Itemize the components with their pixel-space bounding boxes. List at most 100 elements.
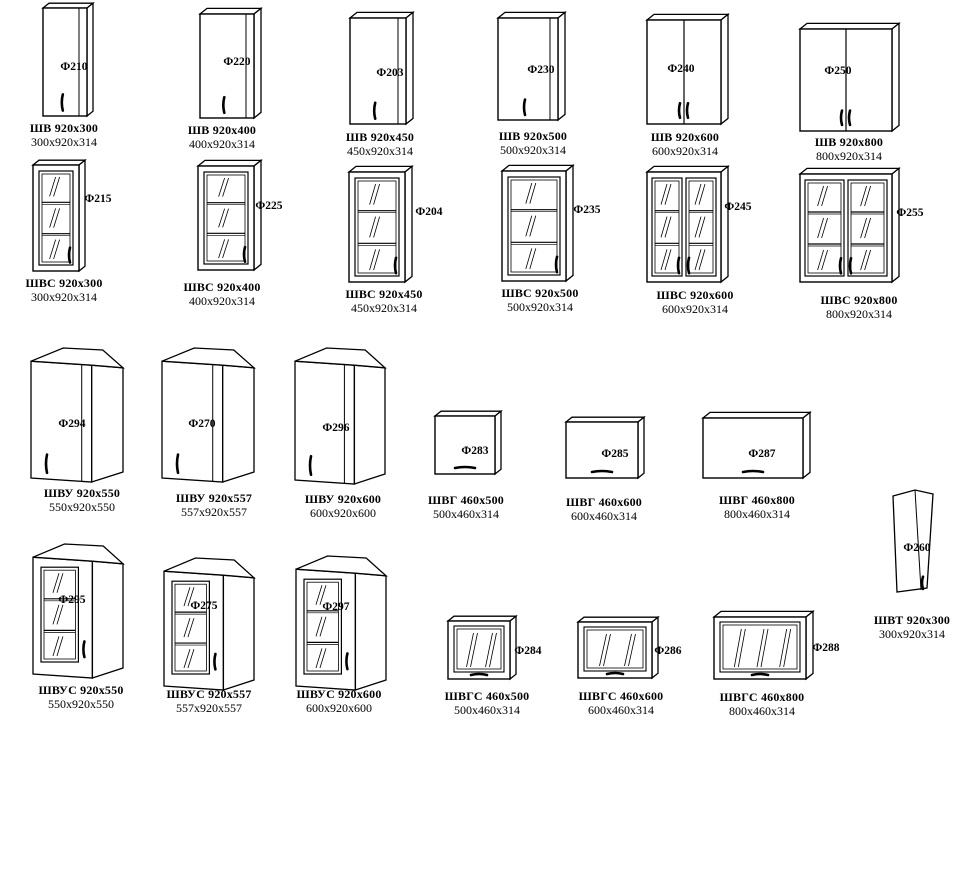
cabinet-code: Ф210 [60,61,88,73]
cabinet-front [42,7,88,117]
cabinet-code: Ф295 [58,594,86,606]
glass-inner-frame [688,180,714,274]
glass-reflection [373,216,380,238]
cabinet-top-face [446,615,518,622]
glass-reflection [821,185,828,207]
glass-reflection [660,249,668,271]
cabinet-code: Ф203 [376,67,404,79]
glass-inner-frame [722,624,798,670]
cabinet-code: Ф240 [667,63,695,75]
cabinet-top-face [198,7,263,15]
cabinet-dimensions: 600x920x314 [662,301,728,316]
glass-reflection [369,249,376,271]
glass-reflection [821,249,828,271]
handle-icon [838,256,843,275]
cabinet-7 [31,158,87,273]
handle-icon [685,101,690,120]
glass-inner-frame [654,180,680,274]
cabinet-11 [645,165,730,284]
glass-reflection [779,628,788,668]
glass-reflection [660,183,668,205]
cabinet-model-name: ШВС 920x800 [820,293,898,307]
cabinet-dimensions: 600x920x600 [310,505,376,520]
glass-reflection [864,249,871,271]
cabinet-model-name: ШВ 920x400 [187,123,257,137]
cabinet-21 [163,557,256,691]
glass-reflection [864,217,871,239]
cabinet-dimensions: 600x920x314 [652,143,718,158]
cabinet-dimensions: 300x920x314 [31,134,97,149]
cabinet-model-name: ШВС 920x450 [345,287,423,301]
cabinet-top-face [564,416,646,423]
glass-reflection [373,183,380,205]
cabinet-side-face [222,364,255,483]
cabinet-side-face [557,11,566,122]
cabinet-4 [496,11,567,122]
glass-reflection [222,177,229,197]
glass-inner-frame [850,182,885,274]
handle-icon [554,255,559,274]
cabinet-top-face [196,159,263,167]
cabinet-model-name: ШВГ 460x800 [718,493,796,507]
handle-icon [677,101,682,120]
handle-icon [67,246,72,264]
cabinet-side-face [353,364,386,485]
cabinet-model-name: ШВГ 460x600 [565,495,643,509]
cabinet-9 [347,165,414,284]
glass-reflection [694,216,702,238]
glass-reflection [525,215,533,237]
cabinet-top-face [500,164,575,172]
cabinet-model-name: ШВГС 460x500 [444,689,530,703]
cabinet-code: Ф204 [415,206,443,218]
cabinet-6 [798,22,901,133]
handle-icon [82,640,86,659]
glass-reflection [187,618,195,638]
glass-reflection [817,217,824,239]
glass-reflection [660,216,668,238]
glass-inner-frame [456,628,502,670]
cabinet-code: Ф220 [223,56,251,68]
glass-inner-frame [357,180,397,274]
cabinet-front [199,13,255,119]
glass-reflection [760,628,769,668]
cabinet-model-name: ШВС 920x300 [25,276,103,290]
cabinet-model-name: ШВУС 920x600 [296,687,382,701]
glass-reflection [860,185,867,207]
glass-reflection [315,585,323,605]
cabinet-top-face [41,2,95,9]
glass-reflection [53,176,60,197]
cabinet-side-face [405,11,414,126]
glass-reflection [49,208,56,228]
cabinet-code: Ф215 [84,193,112,205]
cabinet-model-name: ШВГС 460x600 [578,689,664,703]
cabinet-dimensions: 600x460x314 [587,702,654,717]
glass-reflection [222,239,229,259]
glass-reflection [603,633,611,667]
glass-reflection [860,249,867,271]
cabinet-model-name: ШВС 920x600 [656,288,734,302]
glass-reflection [664,183,672,205]
cabinet-code: Ф235 [573,204,601,216]
handle-icon [469,672,489,677]
cabinet-code: Ф285 [601,448,629,460]
glass-reflection [489,632,497,668]
handle-icon [590,469,614,474]
cabinet-13 [30,347,125,483]
glass-panel [719,621,801,673]
handle-icon [213,652,217,671]
glass-reflection [49,176,56,197]
glass-panel [38,170,74,266]
cabinet-18 [701,411,812,480]
cabinet-code: Ф245 [724,201,752,213]
